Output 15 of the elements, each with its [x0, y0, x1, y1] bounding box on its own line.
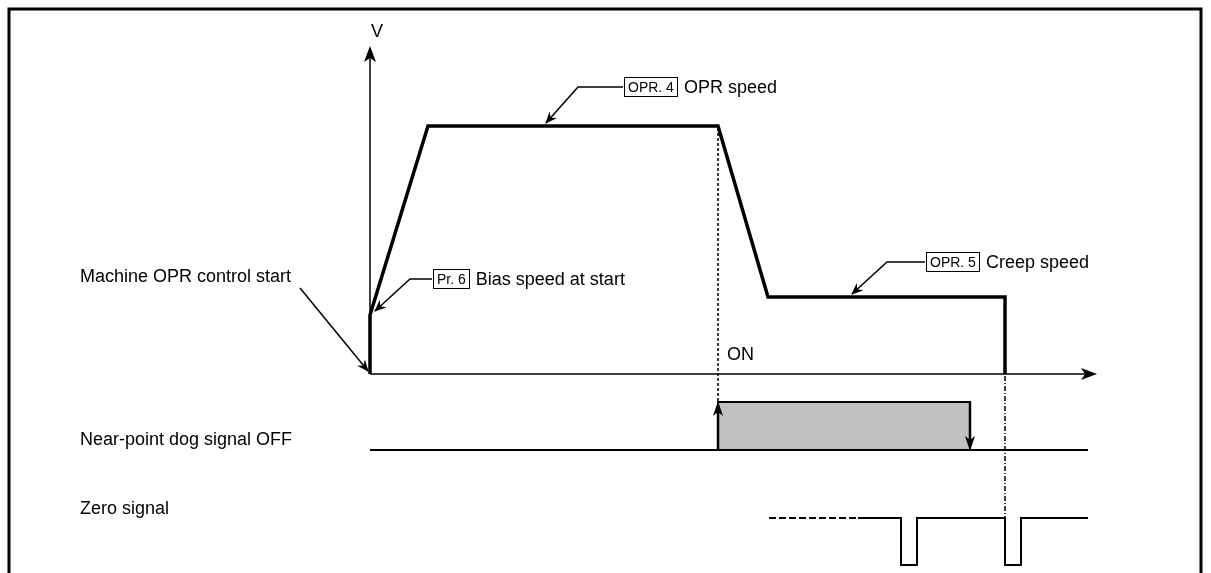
leader-line: [851, 261, 926, 295]
leader-line: [299, 287, 369, 372]
callout-text: Creep speed: [985, 251, 1089, 273]
parameter-tag: OPR. 5: [926, 252, 980, 272]
callout-text: OPR speed: [683, 76, 777, 98]
parameter-tag: Pr. 6: [433, 269, 470, 289]
signal-state-label: ON: [727, 343, 754, 365]
signal-name: Zero signal: [80, 497, 170, 519]
leader-line: [374, 278, 433, 312]
callout-text: Bias speed at start: [475, 268, 625, 290]
leader-line: [545, 86, 624, 124]
signal-name: Near-point dog signal OFF: [80, 428, 293, 450]
callout-text: Machine OPR control start: [80, 265, 292, 287]
parameter-tag: OPR. 4: [624, 77, 678, 97]
axis-label: V: [371, 20, 383, 42]
